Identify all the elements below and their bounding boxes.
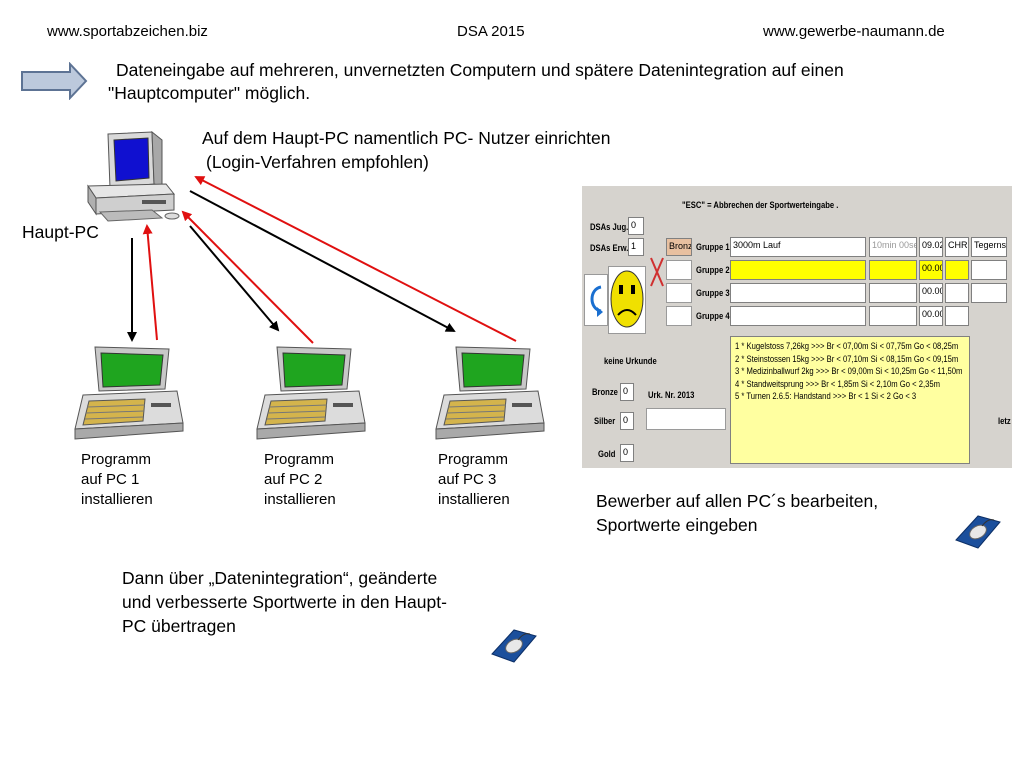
medal-bronze-field[interactable]: 0 — [620, 383, 634, 401]
intro-line-1: Dateneingabe auf mehreren, unvernetzten … — [116, 60, 844, 80]
arrow-from-pc3 — [194, 176, 517, 342]
group-4-chr[interactable] — [945, 306, 969, 326]
group-3-discipline[interactable] — [730, 283, 866, 303]
group-1-time[interactable]: 10min 00sec — [869, 237, 917, 257]
edit-line-1: Bewerber auf allen PC´s bearbeiten, — [596, 491, 879, 511]
setup-line-1: Auf dem Haupt-PC namentlich PC- Nutzer e… — [202, 128, 611, 148]
header-right-url[interactable]: www.gewerbe-naumann.de — [763, 23, 945, 40]
medal-silber-label: Silber — [594, 416, 616, 426]
integration-line-3: PC übertragen — [122, 616, 236, 636]
main-pc-icon — [87, 130, 180, 222]
group-3-check[interactable] — [666, 283, 692, 303]
rule-line: 1 * Kugelstoss 7,26kg >>> Br < 07,00m Si… — [735, 341, 959, 351]
group-4-discipline[interactable] — [730, 306, 866, 326]
right-edge-label: letz — [998, 416, 1011, 426]
arrow-to-pc2 — [189, 225, 280, 332]
edit-line-2: Sportwerte eingeben — [596, 515, 758, 535]
main-pc-label: Haupt-PC — [22, 222, 99, 242]
laptop-3-icon — [435, 346, 545, 440]
medal-gold-field[interactable]: 0 — [620, 444, 634, 462]
dsas-jug-field[interactable]: 0 — [628, 217, 644, 235]
medal-bronze-label: Bronze — [592, 387, 618, 397]
rule-line: 5 * Turnen 2.6.5: Handstand >>> Br < 1 S… — [735, 391, 917, 401]
red-x-icon[interactable] — [648, 254, 666, 290]
mouse-icon[interactable] — [490, 626, 538, 664]
sad-face-icon — [608, 266, 646, 334]
urkunde-number-field[interactable] — [646, 408, 726, 430]
group-2-discipline[interactable] — [730, 260, 866, 280]
dsas-jug-label: DSAs Jug. — [590, 222, 629, 232]
keine-urkunde-label: keine Urkunde — [604, 356, 657, 366]
group-1-chr[interactable]: CHR — [945, 237, 969, 257]
group-4-check[interactable] — [666, 306, 692, 326]
header-left-url[interactable]: www.sportabzeichen.biz — [47, 23, 208, 40]
arrow-from-pc1 — [142, 224, 158, 341]
group-1-discipline[interactable]: 3000m Lauf — [730, 237, 866, 257]
group-2-chr[interactable] — [945, 260, 969, 280]
bronze-tag: Bronze — [666, 238, 692, 256]
group-2-place[interactable] — [971, 260, 1007, 280]
group-1-place[interactable]: Tegernsee — [971, 237, 1007, 257]
group-1-label: Gruppe 1 — [696, 242, 730, 252]
back-arrow-icon[interactable] — [584, 274, 608, 326]
dsas-erw-label: DSAs Erw. — [590, 243, 629, 253]
dsas-erw-field[interactable]: 1 — [628, 238, 644, 256]
group-2-time[interactable] — [869, 260, 917, 280]
group-2-check[interactable] — [666, 260, 692, 280]
group-3-chr[interactable] — [945, 283, 969, 303]
integration-line-2: und verbesserte Sportwerte in den Haupt- — [122, 592, 447, 612]
esc-hint: "ESC" = Abbrechen der Sportwerteingabe . — [682, 200, 839, 210]
group-1-result[interactable]: 09.02 — [919, 237, 943, 257]
laptop-1-icon — [74, 346, 184, 440]
group-4-result[interactable]: 00.00 — [919, 306, 943, 326]
laptop-2-icon — [256, 346, 366, 440]
rule-line: 4 * Standweitsprung >>> Br < 1,85m Si < … — [735, 378, 940, 389]
block-arrow-icon — [21, 62, 88, 100]
group-3-label: Gruppe 3 — [696, 288, 730, 298]
medal-gold-label: Gold — [598, 449, 616, 459]
group-3-result[interactable]: 00.00 — [919, 283, 943, 303]
medal-silber-field[interactable]: 0 — [620, 412, 634, 430]
group-4-label: Gruppe 4 — [696, 311, 730, 321]
rule-line: 3 * Medizinballwurf 2kg >>> Br < 09,00m … — [735, 366, 963, 376]
group-2-label: Gruppe 2 — [696, 265, 730, 275]
header-title: DSA 2015 — [457, 23, 525, 40]
sportwerte-entry-screenshot: "ESC" = Abbrechen der Sportwerteingabe .… — [582, 186, 1012, 468]
mouse-icon[interactable] — [954, 512, 1002, 550]
integration-line-1: Dann über „Datenintegration“, geänderte — [122, 568, 438, 588]
intro-line-2: "Hauptcomputer" möglich. — [108, 83, 311, 103]
group-4-time[interactable] — [869, 306, 917, 326]
discipline-rules-list: 1 * Kugelstoss 7,26kg >>> Br < 07,00m Si… — [730, 336, 970, 464]
group-3-time[interactable] — [869, 283, 917, 303]
arrow-to-pc3 — [189, 190, 456, 332]
urkunde-number-label: Urk. Nr. 2013 — [648, 390, 695, 400]
group-3-place[interactable] — [971, 283, 1007, 303]
arrow-from-pc2 — [181, 210, 314, 344]
setup-line-2: (Login-Verfahren empfohlen) — [206, 152, 429, 172]
rule-line: 2 * Steinstossen 15kg >>> Br < 07,10m Si… — [735, 353, 959, 364]
group-2-result[interactable]: 00.00 — [919, 260, 943, 280]
